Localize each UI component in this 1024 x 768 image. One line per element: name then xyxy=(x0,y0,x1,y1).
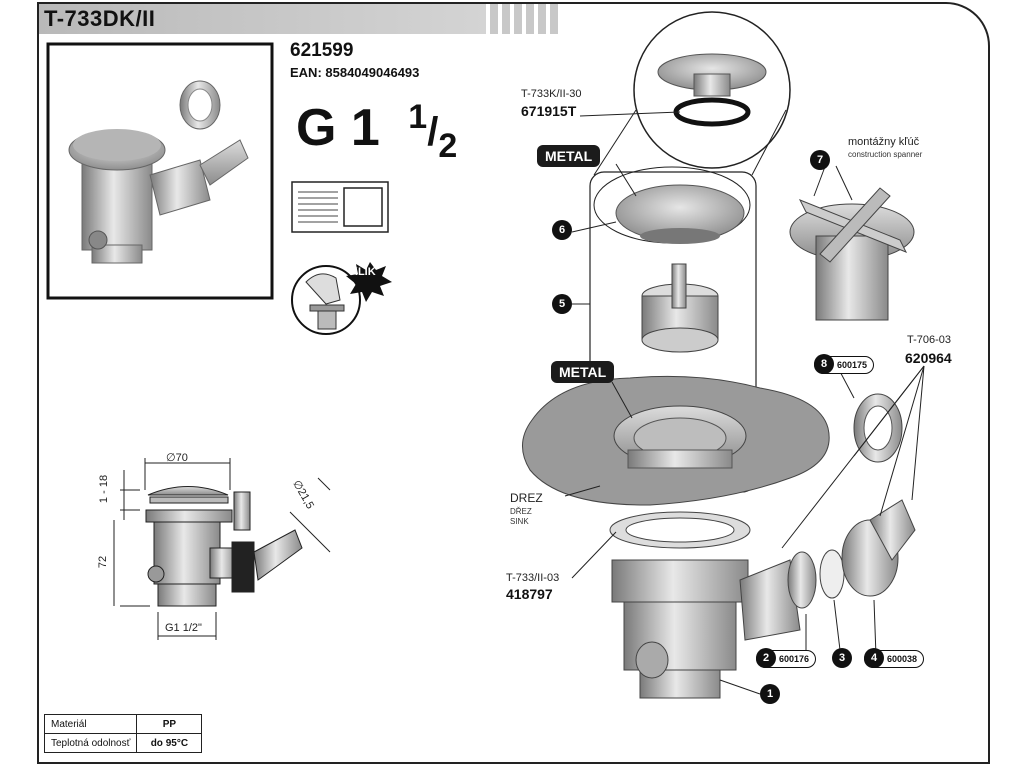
body-label: T-733/II-03 xyxy=(506,572,560,584)
dim-height-72: 72 xyxy=(97,555,110,569)
drain-body xyxy=(609,511,801,699)
spanner-label-cz: montážny kľúč xyxy=(848,136,920,148)
callout-7: 7 xyxy=(810,150,830,170)
dim-diameter-70: ∅70 xyxy=(166,452,188,464)
connection-parts xyxy=(787,393,916,609)
thread-main: G 1 xyxy=(296,99,380,157)
product-photo-box xyxy=(46,42,274,300)
sink-label-cz: DŘEZ xyxy=(510,507,532,516)
temperature-label: Teplotná odolnosť xyxy=(43,733,138,753)
cap-detail-magnifier xyxy=(593,11,791,176)
dimension-drawing xyxy=(113,458,331,640)
spanner-part xyxy=(789,187,915,321)
cap-code: 671915T xyxy=(521,103,577,119)
leader-lines xyxy=(564,111,925,695)
table-row: Teplotná odolnosť do 95°C xyxy=(43,733,203,753)
thread-frac-den: 2 xyxy=(438,127,458,165)
cap-part xyxy=(593,166,751,244)
sink-label-sk: DREZ xyxy=(510,491,543,505)
page-title: T-733DK/II xyxy=(44,6,156,31)
strainer-part xyxy=(641,263,719,353)
klik-icon xyxy=(291,262,392,335)
callout-5: 5 xyxy=(552,294,572,314)
title-stripes xyxy=(486,4,561,34)
page-frame xyxy=(37,2,990,764)
callout-8: 8 xyxy=(814,354,834,374)
metal-tag-top: METAL xyxy=(537,145,601,167)
klik-label: KLIK xyxy=(350,266,376,278)
callout-4: 4 xyxy=(864,648,884,668)
part-number-4: 600038 xyxy=(887,654,918,664)
material-table: Materiál PP Teplotná odolnosť do 95°C xyxy=(43,714,203,753)
material-value: PP xyxy=(136,714,203,734)
table-row: Materiál PP xyxy=(43,714,203,734)
temperature-value: do 95°C xyxy=(136,733,203,753)
material-label: Materiál xyxy=(43,714,138,734)
part-number-8: 600175 xyxy=(837,360,868,370)
hose-label: T-706-03 xyxy=(907,334,952,346)
thread-size: G 1 1/2 xyxy=(296,98,457,166)
sink-label-en: SINK xyxy=(510,517,529,526)
callout-3: 3 xyxy=(832,648,852,668)
spanner-label-en: construction spanner xyxy=(848,150,923,159)
callout-1: 1 xyxy=(760,684,780,704)
dim-height-1-18: 1 - 18 xyxy=(98,474,111,504)
thread-frac-num: 1 xyxy=(408,98,428,136)
sink-icon xyxy=(291,181,389,233)
sink-plate xyxy=(522,375,830,506)
hose-code: 620964 xyxy=(905,350,952,366)
callout-2: 2 xyxy=(756,648,776,668)
callout-6: 6 xyxy=(552,220,572,240)
dim-thread: G1 1/2" xyxy=(165,622,202,634)
product-code: 621599 xyxy=(290,40,354,61)
title-bar xyxy=(39,4,559,34)
thread-frac-slash: / xyxy=(427,110,439,154)
metal-tag-bottom: METAL xyxy=(551,361,615,383)
part-number-2: 600176 xyxy=(779,654,810,664)
product-ean: EAN: 8584049046493 xyxy=(290,65,420,80)
product-photo xyxy=(68,80,249,264)
body-code: 418797 xyxy=(506,586,553,602)
cap-label: T-733K/II-30 xyxy=(521,88,582,100)
